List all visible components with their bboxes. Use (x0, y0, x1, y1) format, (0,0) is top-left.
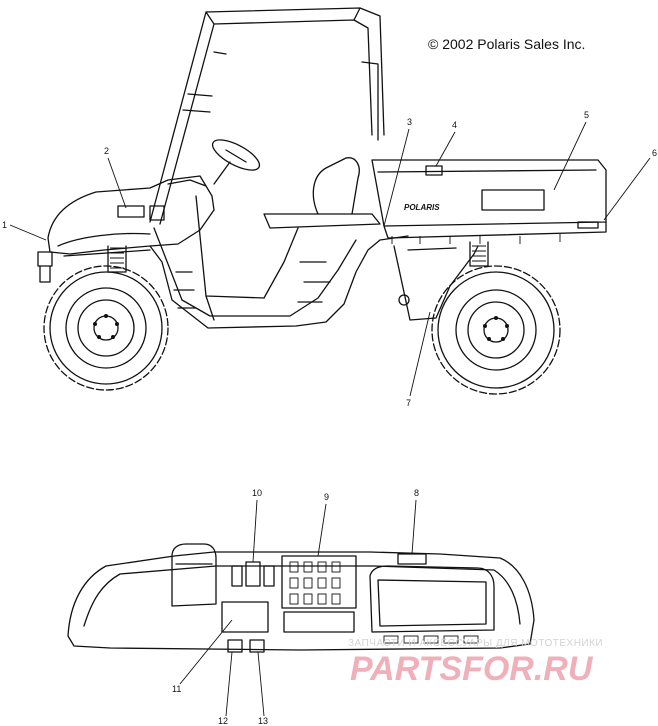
front-body (47, 175, 215, 257)
decal-8-dash (397, 553, 427, 565)
decal-2-hood (117, 205, 145, 218)
decal-13-dash (249, 639, 265, 653)
storage-bin (171, 543, 217, 607)
decal-11-dash (221, 601, 269, 633)
front-wheel (43, 265, 169, 391)
callouts: 1 2 3 4 5 6 7 8 9 10 (2, 110, 657, 726)
callout-9: 9 (324, 492, 329, 502)
watermark-logo: PARTSFOR.RU (350, 650, 594, 688)
callout-12: 12 (218, 716, 228, 726)
copyright-notice: © 2002 Polaris Sales Inc. (428, 36, 586, 52)
front-suspension (107, 245, 127, 273)
callout-2: 2 (104, 146, 109, 156)
callout-10: 10 (252, 488, 262, 498)
dashboard-view (67, 543, 535, 653)
decal-12-dash (227, 639, 243, 653)
front-bumper (37, 251, 53, 283)
glove-box (369, 565, 495, 633)
callout-3: 3 (407, 117, 412, 127)
switch-panel (281, 555, 357, 609)
roll-cage (149, 7, 385, 225)
watermark-tagline: ЗАПЧАСТИ И АКСЕССУАРЫ ДЛЯ МОТОТЕХНИКИ (348, 638, 603, 649)
rear-wheel (431, 265, 561, 395)
vehicle-side-view: POLARIS (37, 7, 607, 395)
callout-1: 1 (2, 220, 7, 230)
callout-7: 7 (406, 398, 411, 408)
callout-4: 4 (452, 120, 457, 130)
decal-4-cargo (425, 165, 443, 176)
watermark: ЗАПЧАСТИ И АКСЕССУАРЫ ДЛЯ МОТОТЕХНИКИ PA… (348, 638, 603, 688)
callout-5: 5 (584, 110, 589, 120)
callout-13: 13 (258, 716, 268, 726)
side-body (149, 195, 409, 329)
rear-frame (393, 241, 489, 321)
callout-11: 11 (172, 684, 181, 694)
steering-wheel (211, 139, 261, 185)
cargo-box: POLARIS (371, 159, 607, 244)
polaris-brand-decal: POLARIS (404, 203, 440, 212)
decal-5-cargo-side (481, 189, 545, 211)
seat (263, 157, 381, 229)
callout-8: 8 (414, 488, 419, 498)
callout-6: 6 (652, 148, 657, 158)
center-tray (283, 611, 355, 633)
